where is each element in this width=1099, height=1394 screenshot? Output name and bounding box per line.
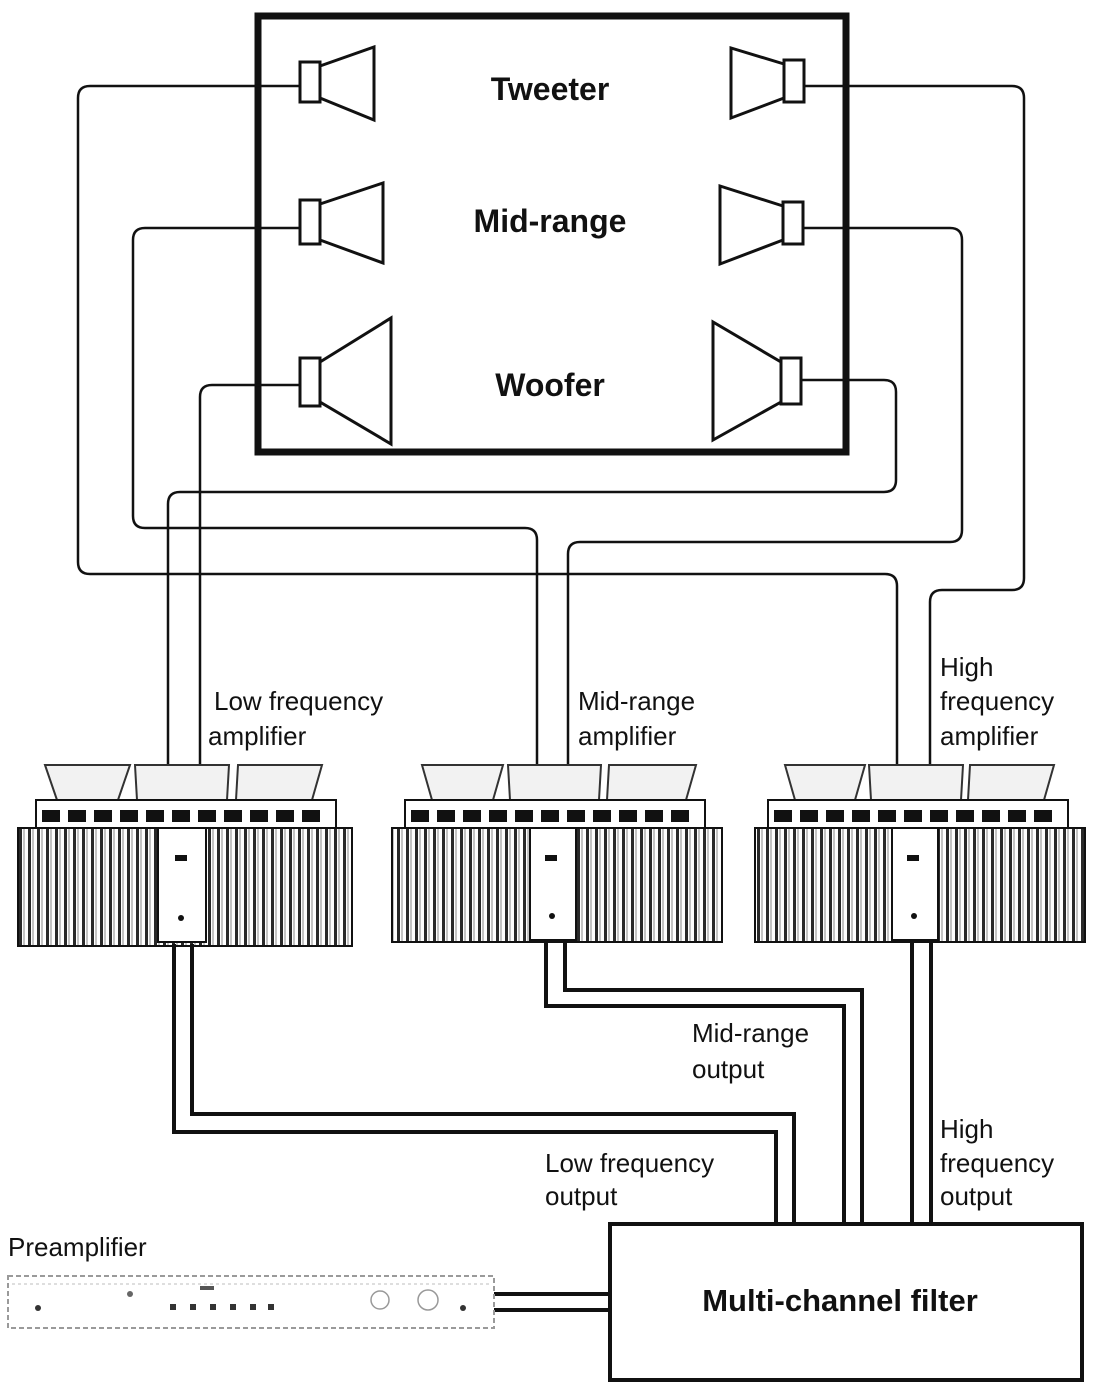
svg-text:High frequency output: High frequency output [940,1114,1061,1211]
wire-woofer-left [198,383,300,770]
wire-midrange-left [131,226,539,768]
speaker-wires [76,84,1026,772]
preamplifier-label: Preamplifier [8,1232,147,1262]
multi-channel-filter [608,1222,1084,1382]
wire-midrange-right [566,226,964,768]
low-amp-label-2: amplifier [208,721,307,751]
svg-text:High frequency amplifi: High frequency amplifier [940,652,1061,751]
midrange-label: Mid-range [474,203,627,239]
filter-label: Multi-channel filter [702,1283,978,1318]
high-amp-label-3: amplifier [940,721,1039,751]
speaker-tweeter-left-icon [298,44,376,123]
mid-output-label-2: output [692,1054,765,1084]
high-output-label-1: High [940,1114,993,1144]
low-frequency-amplifier [17,764,353,947]
speaker-midrange-right-icon [718,183,805,267]
speaker-midrange-left-icon [298,180,385,266]
mid-amp-label-2: amplifier [578,721,677,751]
woofer-label: Woofer [495,367,605,403]
svg-text:Low frequency output: Low frequency output [545,1148,721,1211]
output-cables [172,940,933,1312]
svg-text:Mid-range amplifier: Mid-range amplifier [578,686,702,751]
svg-text:Low frequency amplifier: Low frequency amplifier [208,686,390,751]
low-output-cable-inner [190,944,796,1224]
wire-tweeter-right [804,84,1026,772]
high-amp-label-1: High [940,652,993,682]
preamplifier [7,1275,495,1329]
mid-range-amplifier [391,764,723,943]
speaker-tweeter-right-icon [729,45,806,121]
low-output-label-1: Low frequency [545,1148,714,1178]
speaker-woofer-left-icon [298,315,393,447]
high-frequency-amplifier [754,764,1086,943]
low-output-cable-outer [172,944,778,1224]
wire-woofer-right [166,378,898,770]
high-amp-label-2: frequency [940,686,1054,716]
svg-text:Mid-range output: Mid-range output [692,1018,816,1084]
mid-output-label-1: Mid-range [692,1018,809,1048]
mid-output-cable-inner [563,940,864,1224]
high-output-label-3: output [940,1181,1013,1211]
low-output-label-2: output [545,1181,618,1211]
high-output-label-2: frequency [940,1148,1054,1178]
speaker-woofer-right-icon [711,319,803,443]
low-amp-label-1: Low frequency [214,686,383,716]
wire-tweeter-left [76,84,899,772]
mid-amp-label-1: Mid-range [578,686,695,716]
tweeter-label: Tweeter [491,71,610,107]
mid-output-cable-outer [544,940,846,1224]
